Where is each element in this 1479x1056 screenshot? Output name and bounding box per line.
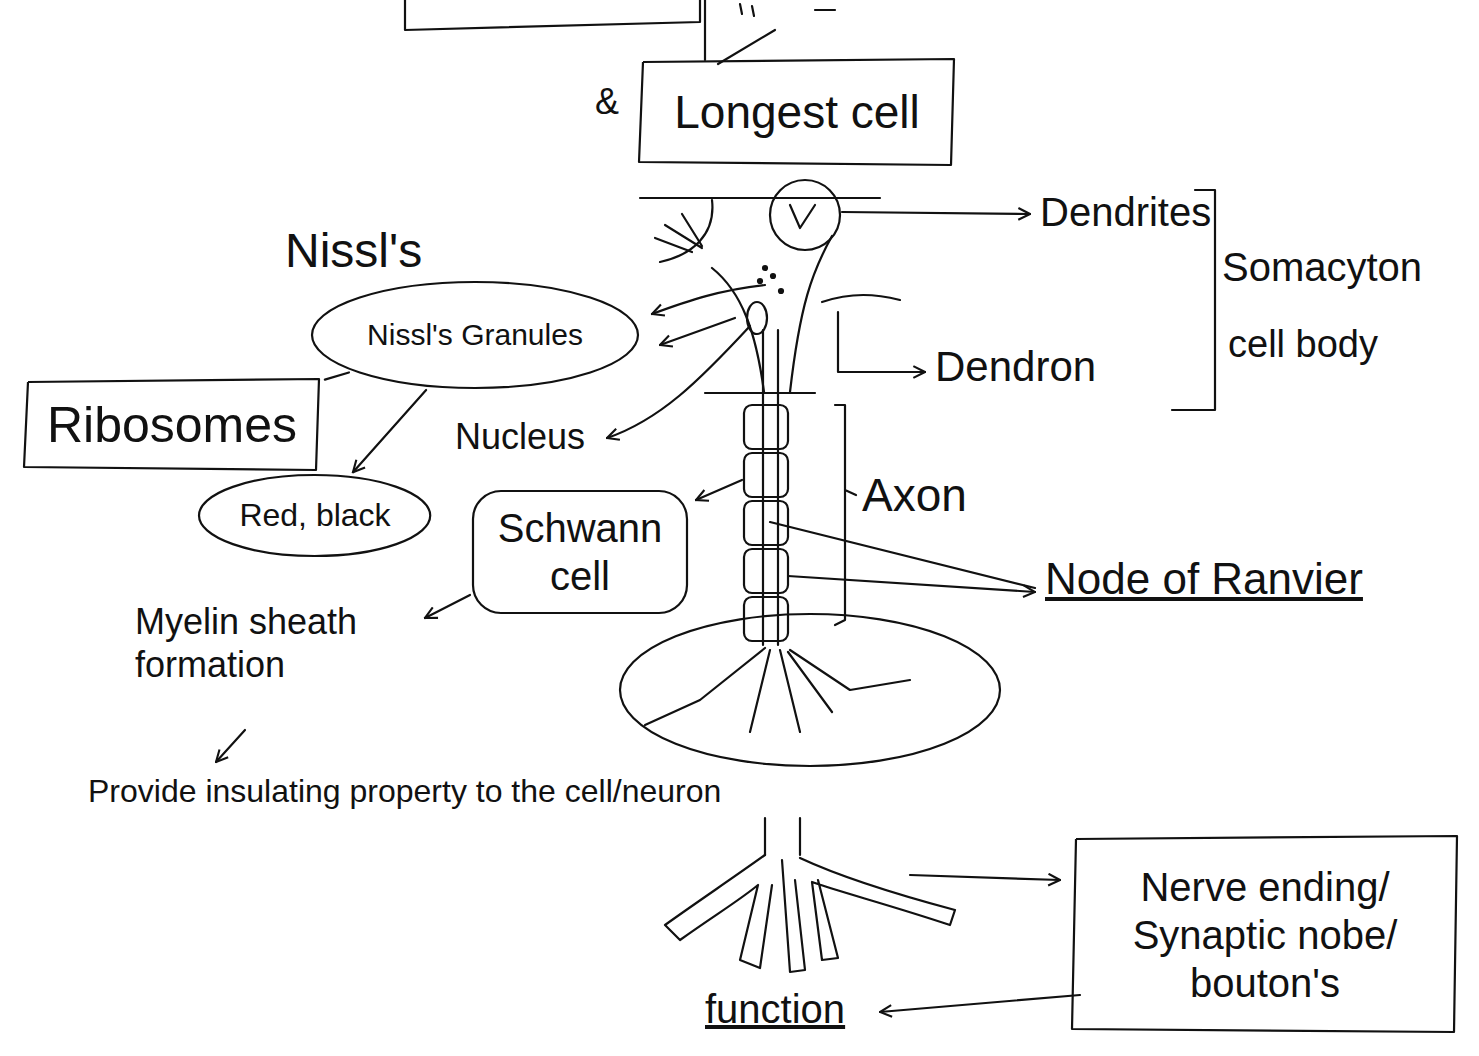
schwann-cell-symbol — [744, 405, 788, 449]
annotation-label: Axon — [862, 468, 967, 523]
leader-arrow — [216, 730, 245, 762]
bracket — [835, 405, 856, 625]
terminal-branch — [665, 855, 955, 972]
annotation-label: Nucleus — [455, 415, 585, 458]
section-line — [640, 197, 880, 199]
nucleus-symbol — [747, 302, 767, 334]
connector-line — [353, 390, 426, 472]
leader-arrow — [842, 212, 1030, 214]
pointer-line — [718, 30, 775, 64]
connector-line — [325, 372, 349, 379]
oval-outline — [199, 475, 430, 556]
box-outline — [1072, 836, 1457, 1032]
leader-arrow — [788, 576, 1035, 592]
cell-body-outline — [790, 236, 832, 392]
oval-outline — [312, 282, 638, 388]
dendrite-branch — [822, 295, 900, 302]
schwann-cell-symbol — [744, 597, 788, 641]
leader-arrow — [696, 480, 742, 500]
schwann-cell-symbol — [744, 453, 788, 497]
annotation-label: function — [705, 985, 845, 1033]
node-text: Ribosomes — [47, 395, 297, 455]
annotation-label: Provide insulating property to the cell/… — [88, 772, 721, 810]
leader-arrow — [607, 326, 750, 438]
callout-oval: Nissl's Granules — [310, 280, 640, 390]
granule-dot — [763, 266, 767, 270]
leader-arrow — [838, 312, 925, 372]
callout-oval: Red, black — [197, 473, 432, 558]
box-outline — [639, 59, 954, 165]
node-text: Longest cell — [674, 85, 920, 140]
cut-off-line — [704, 0, 706, 60]
annotation-label: Nissl's — [285, 222, 422, 280]
cut-off-box — [405, 0, 700, 30]
annotation-label: Node of Ranvier — [1045, 553, 1363, 606]
annotation-label: Dendrites — [1040, 188, 1211, 236]
callout-oval: Schwann cell — [471, 489, 689, 615]
terminal-stem — [765, 818, 800, 855]
granule-dot — [771, 274, 775, 278]
blob-outline — [473, 491, 687, 613]
annotation-label: Somacyton — [1222, 243, 1422, 291]
leader-arrow — [910, 875, 1060, 880]
section-line — [705, 392, 815, 394]
leader-arrow — [880, 995, 1080, 1012]
dendrite-branch — [660, 200, 712, 262]
node-text: Red, black — [239, 496, 390, 534]
box-outline — [24, 379, 319, 470]
annotation-label: cell body — [1228, 322, 1378, 368]
node-text: Nerve ending/ Synaptic nobe/ bouton's — [1100, 863, 1430, 1007]
dendrite-tip — [790, 205, 815, 228]
dendrite-circle — [770, 180, 840, 250]
node-text: Nissl's Granules — [367, 317, 583, 353]
leader-arrow — [660, 318, 735, 345]
cut-off-marks — [740, 4, 835, 16]
granule-dot — [779, 289, 783, 293]
annotation-label: Myelin sheath formation — [135, 600, 365, 686]
leader-arrow — [425, 595, 470, 618]
terminal-branch — [645, 648, 910, 732]
schwann-cell-symbol — [744, 549, 788, 593]
node-text: Schwann cell — [495, 504, 665, 600]
highlight-box: Nerve ending/ Synaptic nobe/ bouton's — [1070, 835, 1460, 1035]
highlight-box: Longest cell — [637, 58, 957, 168]
schwann-cell-symbol — [744, 501, 788, 545]
annotation-label: & — [595, 80, 619, 123]
terminal-outline — [620, 614, 1000, 766]
highlight-box: Ribosomes — [22, 378, 322, 473]
annotation-label: Dendron — [935, 342, 1096, 392]
drawing-group — [216, 0, 1215, 1012]
granule-dot — [758, 279, 762, 283]
leader-arrow — [652, 285, 765, 314]
